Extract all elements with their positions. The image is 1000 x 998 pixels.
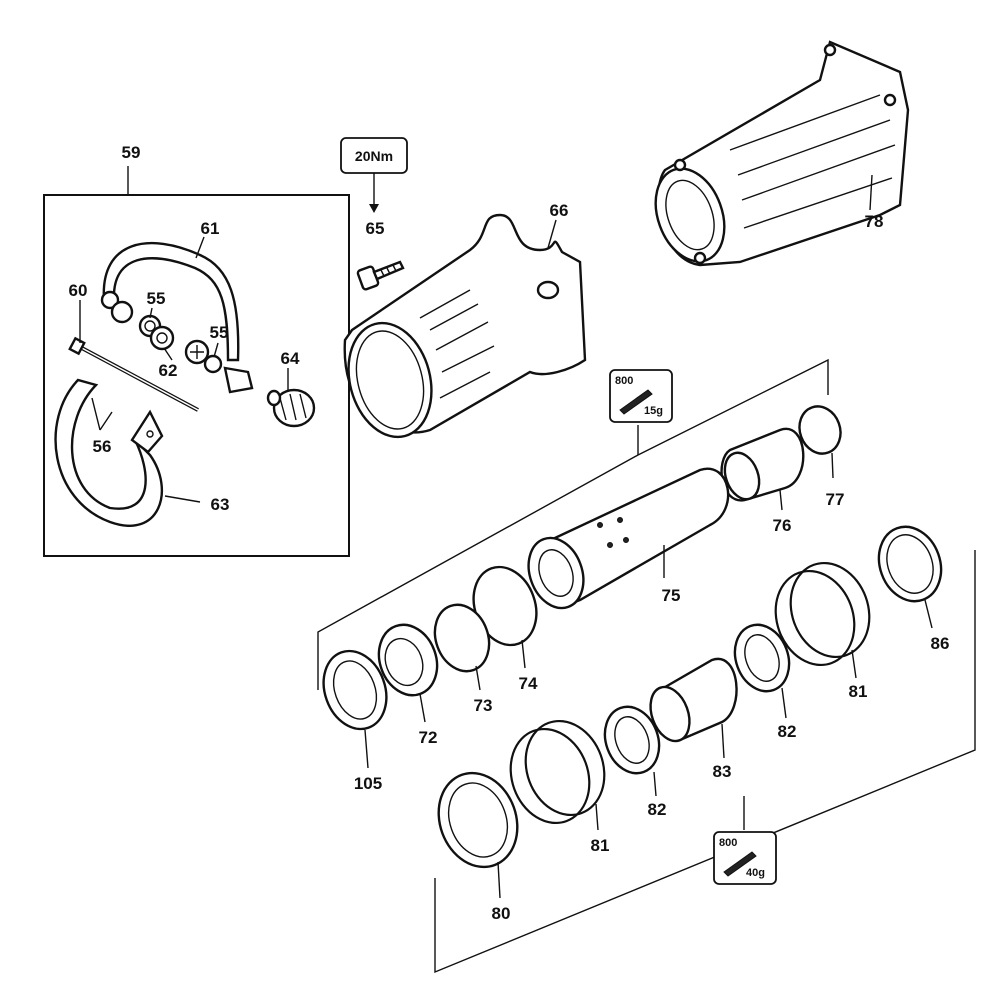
grease-badge-2-qty: 800 [719, 837, 737, 849]
torque-screw-group: 20Nm [340, 137, 408, 291]
label-65: 65 [366, 219, 385, 238]
label-81b: 81 [591, 836, 610, 855]
label-55b: 55 [210, 323, 229, 342]
part-labels: 59 61 60 55 55 62 64 56 63 65 66 78 77 7… [69, 143, 950, 923]
label-76: 76 [773, 516, 792, 535]
grease-gun-icon [619, 389, 653, 415]
label-83: 83 [713, 762, 732, 781]
label-75: 75 [662, 586, 681, 605]
spring-assembly-group: 800 40g [434, 525, 976, 974]
label-63: 63 [211, 495, 230, 514]
cylinder-assembly-group: 800 15g [317, 358, 842, 769]
label-73: 73 [474, 696, 493, 715]
label-61: 61 [201, 219, 220, 238]
label-86: 86 [931, 634, 950, 653]
label-74: 74 [519, 674, 538, 693]
label-77: 77 [826, 490, 845, 509]
label-105: 105 [354, 774, 382, 793]
label-66: 66 [550, 201, 569, 220]
grease-badge-1-qty: 800 [615, 375, 633, 387]
side-handle-kit-group [43, 166, 350, 557]
label-55a: 55 [147, 289, 166, 308]
label-80: 80 [492, 904, 511, 923]
label-60: 60 [69, 281, 88, 300]
label-59: 59 [122, 143, 141, 162]
cylinder-housing-group [654, 40, 910, 267]
label-81a: 81 [849, 682, 868, 701]
label-62: 62 [159, 361, 178, 380]
label-64: 64 [281, 349, 300, 368]
label-56: 56 [93, 437, 112, 456]
grease-badge-1-grams: 15g [644, 405, 663, 417]
vented-housing-group [343, 213, 587, 439]
label-78: 78 [865, 212, 884, 231]
label-82a: 82 [778, 722, 797, 741]
handle-bow-part [102, 241, 240, 362]
grease-badge-2-grams: 40g [746, 867, 765, 879]
label-82b: 82 [648, 800, 667, 819]
clamp-band-part [54, 378, 164, 527]
torque-badge-text: 20Nm [355, 148, 393, 164]
label-72: 72 [419, 728, 438, 747]
